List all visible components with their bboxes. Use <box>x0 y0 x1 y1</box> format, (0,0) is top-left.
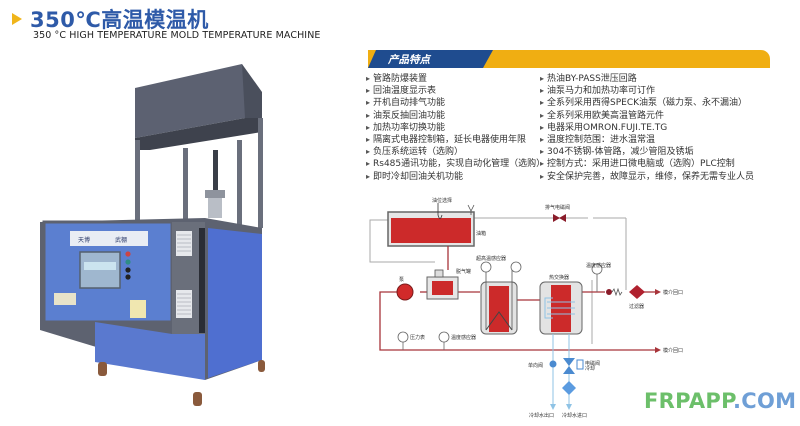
feature-item: 加热功率切换功能 <box>366 122 545 134</box>
label-temp-sensor: 温度感应器 <box>586 263 612 269</box>
feature-item: 安全保护完善，故障显示，维修，保养无需专业人员 <box>540 171 754 183</box>
label-mold-inlet: 模介回口 <box>663 290 684 296</box>
features-header: 产品特点 <box>368 50 770 68</box>
label-cooling-water-out: 冷却水出口 <box>529 413 555 419</box>
feature-item: 全系列采用西得SPECK油泵（磁力泵、永不漏油） <box>540 97 754 109</box>
feature-item: 304不锈钢-体管路，减少管阻及锈垢 <box>540 146 754 158</box>
feature-item: 电器采用OMRON.FUJI.TE.TG <box>540 122 754 134</box>
features-title: 产品特点 <box>388 54 430 66</box>
feature-item: 开机自动排气功能 <box>366 97 545 109</box>
svg-text:天博: 天博 <box>78 236 90 244</box>
label-mold-outlet: 模介回口 <box>663 348 684 354</box>
machine-illustration: 天博 武棚 <box>40 64 265 406</box>
label-filter: 过滤器 <box>629 304 645 310</box>
label-oil-level-switch: 油位选择 <box>432 198 453 204</box>
label-cooling-water-in: 冷却水进口 <box>562 413 588 419</box>
feature-item: 管路防爆装置 <box>366 73 545 85</box>
feature-item: 油泵反抽回油功能 <box>366 110 545 122</box>
watermark-part1: FRPAPP <box>644 389 733 413</box>
label-heat-exchanger: 热交换器 <box>549 275 570 281</box>
label-degas-tank: 脱气罐 <box>456 269 472 275</box>
feature-item: 温度控制范围：进水温常温 <box>540 134 754 146</box>
feature-item: 负压系统运转（选购） <box>366 146 545 158</box>
features-list-left: 管路防爆装置 回油温度显示表 开机自动排气功能 油泵反抽回油功能 加热功率切换功… <box>366 73 545 183</box>
watermark: FRPAPP.COM <box>644 389 796 413</box>
feature-item: 控制方式：采用进口微电脑或（选购）PLC控制 <box>540 158 754 170</box>
page-subtitle: 350 °C HIGH TEMPERATURE MOLD TEMPERATURE… <box>33 30 321 41</box>
features-list-right: 热油BY-PASS泄压回路 油泵马力和加热功率可订作 全系列采用西得SPECK油… <box>540 73 754 183</box>
feature-item: 热油BY-PASS泄压回路 <box>540 73 754 85</box>
title-arrow-icon <box>12 13 22 25</box>
feature-item: 隔离式电器控制箱，延长电器使用年限 <box>366 134 545 146</box>
page-title: 350℃高温模温机 <box>30 8 209 32</box>
svg-text:武棚: 武棚 <box>115 236 127 244</box>
label-oil-tank: 油箱 <box>476 231 487 237</box>
feature-item: Rs485通讯功能，实现自动化管理（选购） <box>366 158 545 170</box>
feature-item: 油泵马力和加热功率可订作 <box>540 85 754 97</box>
label-temp-sensor-2: 温度感应器 <box>451 335 477 341</box>
label-pump: 泵 <box>399 277 405 283</box>
label-overheat-sensor: 超高温感应器 <box>476 256 507 262</box>
label-pressure-gauge: 压力表 <box>410 335 426 341</box>
label-exhaust-valve: 排气电磁阀 <box>545 205 571 211</box>
feature-item: 全系列采用欧美高温管路元件 <box>540 110 754 122</box>
label-check-valve: 单向阀 <box>528 363 544 369</box>
watermark-part2: .COM <box>732 389 797 413</box>
features-header-blue <box>368 50 493 68</box>
feature-item: 回油温度显示表 <box>366 85 545 97</box>
label-solenoid-valve: 电磁阀 冷却 <box>585 361 601 372</box>
feature-item: 即时冷却回油关机功能 <box>366 171 545 183</box>
